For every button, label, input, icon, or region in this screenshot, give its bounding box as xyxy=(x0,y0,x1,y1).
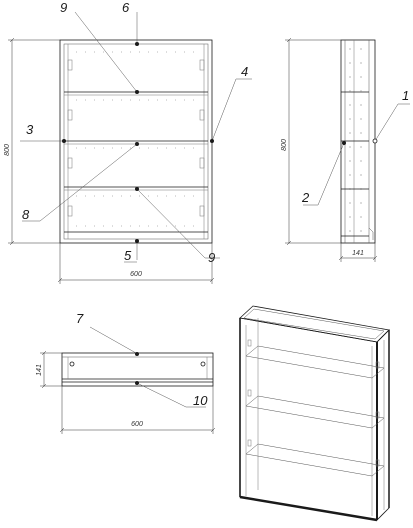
front-width-dim: 600 xyxy=(130,271,142,278)
side-depth-dim: 141 xyxy=(352,250,364,257)
callout-side-2: 2 xyxy=(301,190,310,205)
top-width-dim: 600 xyxy=(131,421,143,428)
callout-front-6: 6 xyxy=(122,0,130,15)
front-height-dim: 800 xyxy=(4,144,11,156)
side-view: 800 141 1 2 xyxy=(281,37,410,262)
callout-front-9-top: 9 xyxy=(60,0,67,15)
front-view: 800 600 9 6 4 3 8 5 xyxy=(4,0,252,284)
callout-front-5: 5 xyxy=(124,248,132,263)
isometric-view xyxy=(239,305,390,522)
callout-front-8: 8 xyxy=(22,207,30,222)
top-view: 141 600 7 10 xyxy=(36,311,216,434)
callout-side-1: 1 xyxy=(402,88,409,103)
callout-top-7: 7 xyxy=(76,311,84,326)
callout-front-4: 4 xyxy=(241,64,248,79)
side-height-dim: 800 xyxy=(281,139,288,151)
callout-top-10: 10 xyxy=(193,393,208,408)
callout-front-3: 3 xyxy=(26,122,34,137)
top-depth-dim: 141 xyxy=(36,364,43,376)
callout-front-9-bottom: 9 xyxy=(208,250,215,265)
